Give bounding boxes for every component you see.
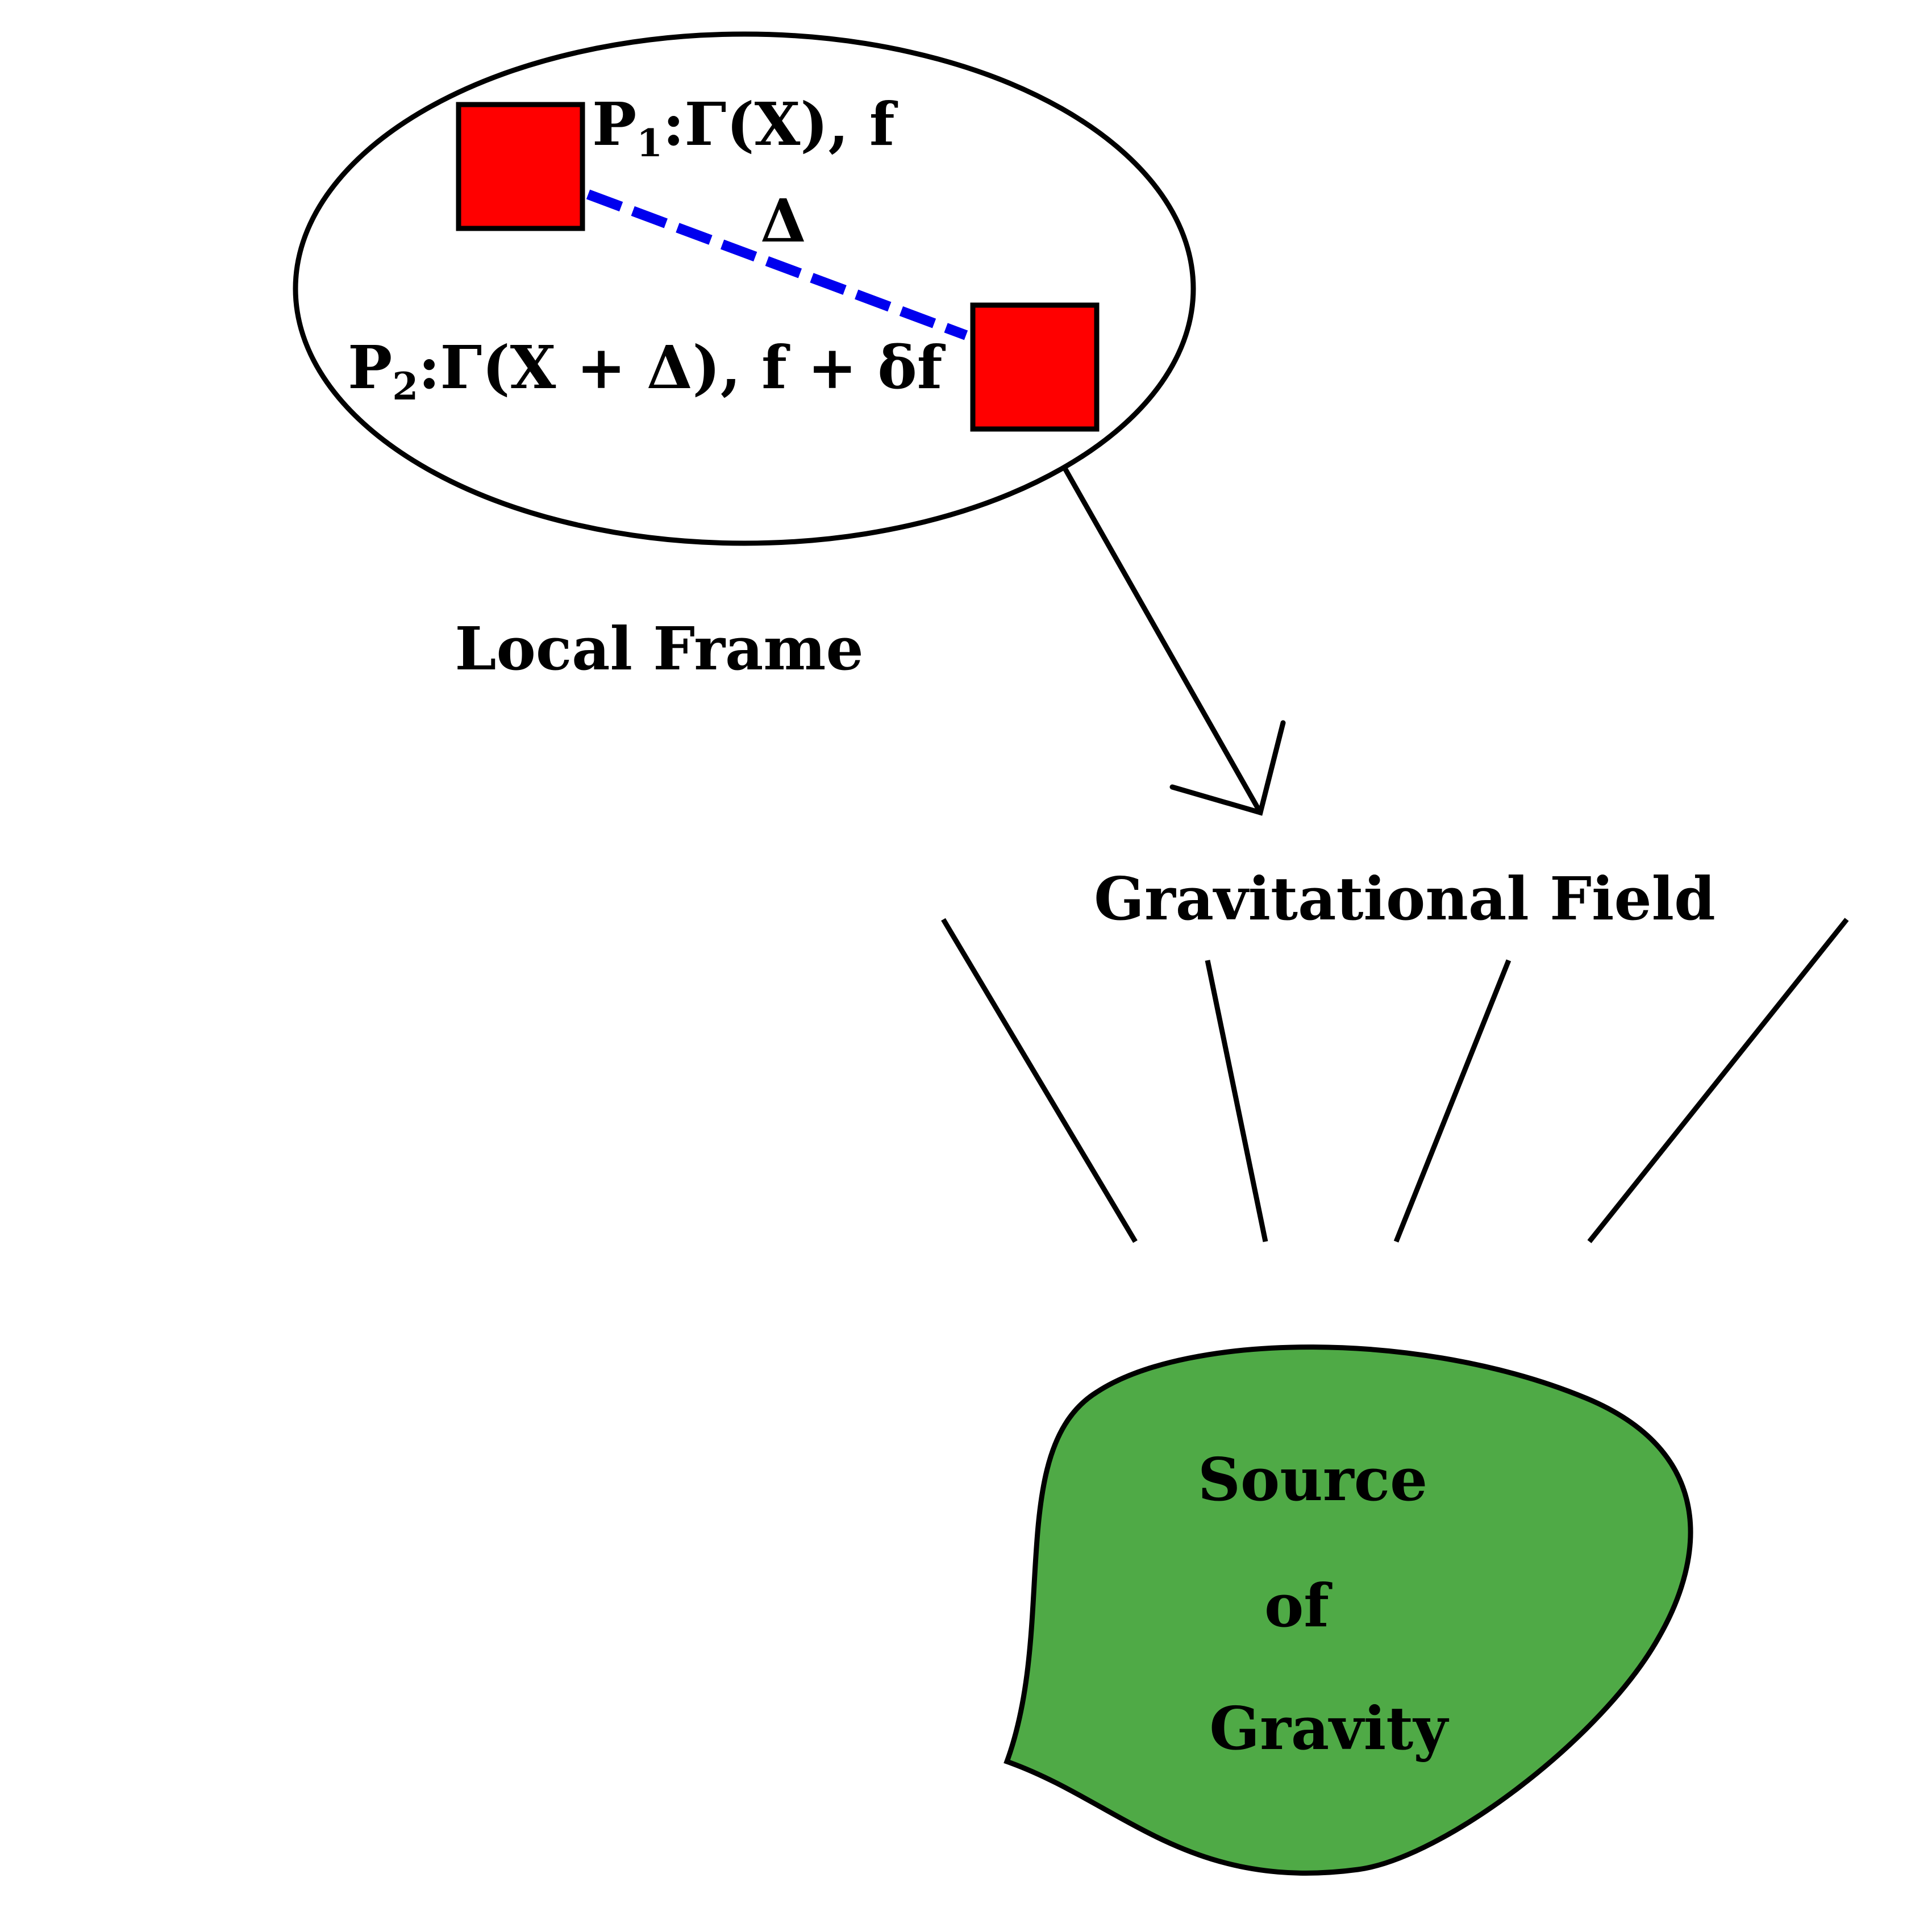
particle-2-label: P2:Γ(X + Δ), f + δf	[348, 332, 946, 409]
gravity-source-blob	[1004, 1344, 1693, 1876]
gravitational-field-label: Gravitational Field	[1094, 864, 1716, 934]
frame-to-field-arrow-shaft	[1063, 467, 1263, 815]
source-label-line-3: Gravity	[1209, 1693, 1449, 1763]
particle-1-expression: :Γ(X), f	[663, 89, 898, 159]
frame-to-field-arrowhead-icon	[1169, 720, 1286, 816]
local-frame-ellipse	[293, 31, 1196, 546]
source-label-line-1: Source	[1198, 1444, 1427, 1514]
separation-delta-label: Δ	[760, 186, 806, 256]
separation-dashed-line	[586, 189, 968, 340]
particle-2-expression: :Γ(X + Δ), f + δf	[418, 332, 946, 402]
field-line-4	[1587, 918, 1849, 1243]
particle-2-name: P	[348, 332, 392, 402]
particle-2-index: 2	[392, 364, 418, 409]
particle-1-name: P	[592, 89, 636, 159]
local-frame-label: Local Frame	[455, 614, 863, 684]
particle-1-box	[456, 102, 585, 231]
particle-1-index: 1	[636, 121, 663, 165]
source-label-line-2: of	[1264, 1571, 1333, 1640]
field-line-3	[1393, 959, 1512, 1243]
field-line-2	[1205, 960, 1268, 1242]
particle-2-box	[970, 302, 1100, 432]
particle-1-label: P1:Γ(X), f	[592, 89, 898, 165]
field-line-1	[941, 918, 1138, 1243]
